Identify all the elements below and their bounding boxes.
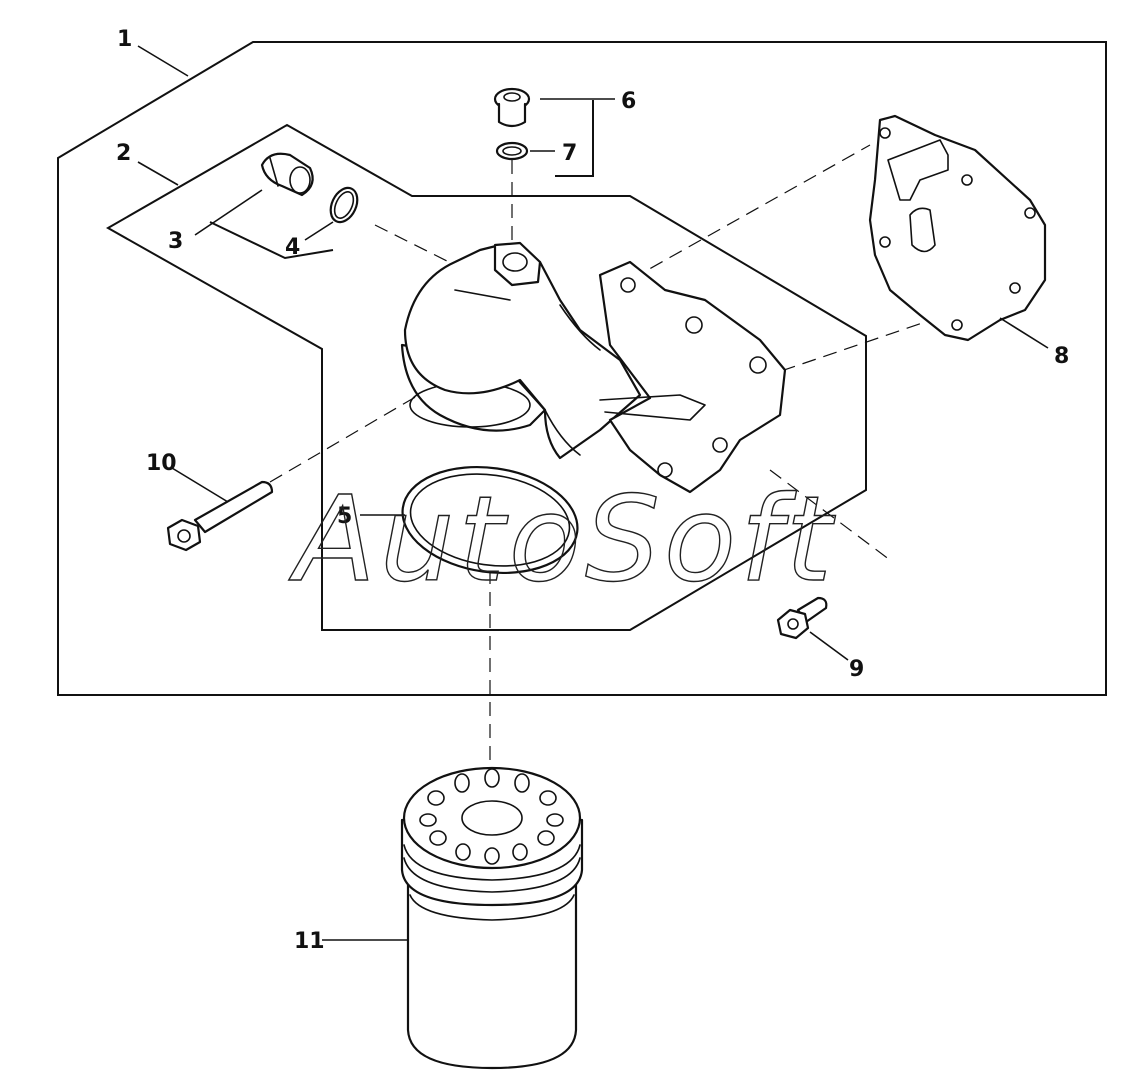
plug-part-3 [260,152,314,197]
callout-9: 9 [849,657,864,682]
callout-1: 1 [117,27,132,52]
callout-11: 11 [294,929,325,954]
bracket-6-7 [555,100,594,177]
short-bolt-part-9 [776,596,828,640]
callout-10: 10 [146,451,177,476]
callout-5: 5 [337,504,352,529]
callout-2: 2 [116,141,131,166]
filter-head-housing [400,241,787,494]
o-ring-part-4 [329,186,359,224]
watermark-text: AutoSoft [288,470,836,608]
callout-4: 4 [285,235,300,260]
leader-lines [137,45,1049,941]
assembly-frame-outer [57,41,1107,696]
filter-cartridge-part-11 [400,766,584,1070]
callout-6: 6 [621,89,636,114]
plug-part-6 [493,87,531,128]
filter-holes [419,768,564,865]
assembly-frame-inner [105,123,867,631]
seal-ring-part-5 [401,465,579,575]
gasket-part-8 [868,114,1047,342]
callout-7: 7 [562,141,577,166]
callout-8: 8 [1054,344,1069,369]
washer-part-7 [495,141,529,161]
long-bolt-part-10 [166,480,274,552]
bracket-3-4 [209,221,334,260]
callout-3: 3 [168,229,183,254]
